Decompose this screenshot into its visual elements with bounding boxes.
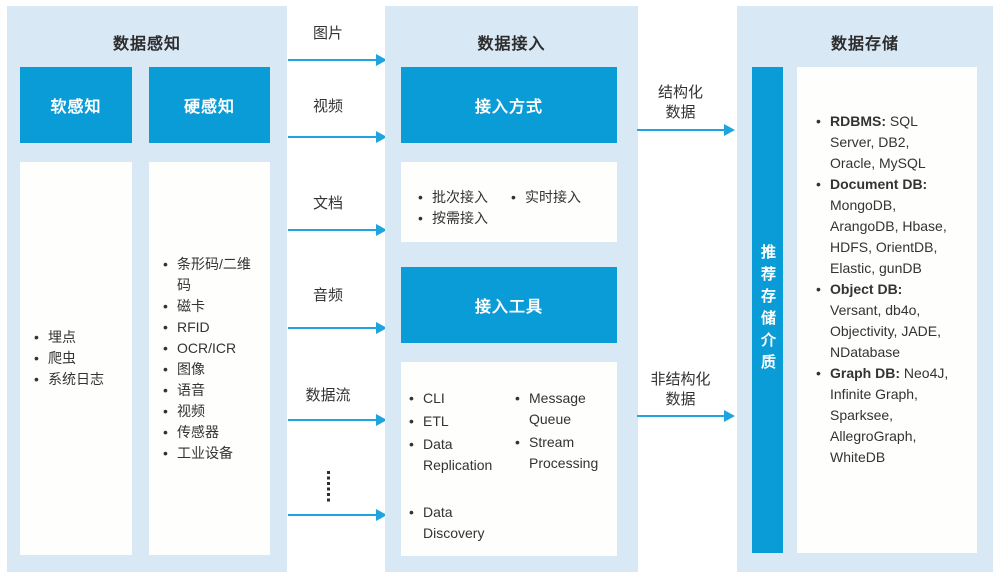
list-item: OCR/ICR <box>162 338 258 359</box>
storage-category-list: RDBMS: SQL Server, DB2, Oracle, MySQL Do… <box>815 111 953 468</box>
list-item: 埋点 <box>33 327 104 348</box>
hard-perception-list-box: 条形码/二维码 磁卡 RFID OCR/ICR 图像 语音 视频 传感器 工业设… <box>149 162 270 555</box>
storage-category: Graph DB: Neo4J, Infinite Graph, Sparkse… <box>815 363 953 468</box>
recommended-storage-bar: 推荐存储介质 <box>752 67 783 553</box>
access-tools-list-a: CLI ETL Data Replication <box>408 388 514 476</box>
flow-arrow-datastream <box>288 414 387 426</box>
category-name: Graph DB: <box>830 365 900 381</box>
storage-category: RDBMS: SQL Server, DB2, Oracle, MySQL <box>815 111 953 174</box>
flow-label-video: 视频 <box>312 98 343 115</box>
flow-arrow-structured <box>637 124 735 136</box>
flow-arrow-unstructured <box>637 410 735 422</box>
access-panel-title: 数据接入 <box>477 36 546 53</box>
flow-label-datastream: 数据流 <box>305 387 351 404</box>
access-methods-header: 接入方式 <box>401 67 617 143</box>
list-item: 传感器 <box>162 422 258 443</box>
list-item: Data Discovery <box>408 502 514 544</box>
flow-label-line: 结构化 <box>657 84 703 101</box>
access-tools-list-b: Data Discovery <box>408 502 514 544</box>
list-item: 实时接入 <box>510 187 581 208</box>
flow-label-line: 非结构化 <box>650 371 711 388</box>
storage-panel-title: 数据存储 <box>830 36 899 53</box>
list-item: 视频 <box>162 401 258 422</box>
panel-data-storage: 数据存储 推荐存储介质 RDBMS: SQL Server, DB2, Orac… <box>737 6 993 572</box>
access-methods-col2: 实时接入 <box>510 187 581 242</box>
flow-arrow-video <box>288 131 387 143</box>
panel-data-perception: 数据感知 软感知 硬感知 埋点 爬虫 系统日志 条形码/二维码 磁卡 RFID … <box>7 6 287 572</box>
list-item: Message Queue <box>514 388 617 430</box>
category-value: Neo4J, Infinite Graph, Sparksee, Allegro… <box>830 365 949 465</box>
flow-arrow-more <box>288 509 387 521</box>
access-tools-box: CLI ETL Data Replication Data Discovery … <box>401 362 617 556</box>
list-item: 磁卡 <box>162 296 258 317</box>
category-name: RDBMS: <box>830 113 886 129</box>
flow-label-image: 图片 <box>312 25 343 42</box>
category-name: Object DB: <box>830 281 903 297</box>
category-name: Document DB: <box>830 176 928 192</box>
list-item: 系统日志 <box>33 369 104 390</box>
soft-perception-list: 埋点 爬虫 系统日志 <box>33 327 104 390</box>
flow-arrow-image <box>288 54 387 66</box>
category-value: MongoDB, ArangoDB, Hbase, HDFS, OrientDB… <box>830 197 947 276</box>
panel-data-access: 数据接入 接入方式 批次接入 按需接入 实时接入 接入工具 CLI ETL Da… <box>385 6 638 572</box>
list-item: RFID <box>162 317 258 338</box>
list-item: 语音 <box>162 380 258 401</box>
access-tools-header: 接入工具 <box>401 267 617 343</box>
access-tools-col2: Message Queue Stream Processing <box>514 388 617 556</box>
list-item: ETL <box>408 411 514 432</box>
access-methods-col1: 批次接入 按需接入 <box>417 187 510 242</box>
soft-perception-header: 软感知 <box>20 67 132 143</box>
list-item: CLI <box>408 388 514 409</box>
list-item: 图像 <box>162 359 258 380</box>
access-methods-box: 批次接入 按需接入 实时接入 <box>401 162 617 242</box>
list-item: 爬虫 <box>33 348 104 369</box>
flow-arrow-document <box>288 224 387 236</box>
flow-label-audio: 音频 <box>312 287 343 304</box>
list-item: Data Replication <box>408 434 514 476</box>
storage-category: Object DB: Versant, db4o, Objectivity, J… <box>815 279 953 363</box>
flow-arrow-audio <box>288 322 387 334</box>
vertical-ellipsis-icon <box>327 471 330 502</box>
category-value: SQL Server, DB2, Oracle, MySQL <box>830 113 926 171</box>
flow-label-line: 数据 <box>665 391 696 408</box>
list-item: 工业设备 <box>162 443 258 464</box>
flow-label-document: 文档 <box>312 195 343 212</box>
list-item: 按需接入 <box>417 208 510 229</box>
category-value: Versant, db4o, Objectivity, JADE, NDatab… <box>830 302 941 360</box>
perception-panel-title: 数据感知 <box>112 36 181 53</box>
storage-category: Document DB: MongoDB, ArangoDB, Hbase, H… <box>815 174 953 279</box>
storage-list-box: RDBMS: SQL Server, DB2, Oracle, MySQL Do… <box>797 67 977 553</box>
list-item: 条形码/二维码 <box>162 254 258 296</box>
list-item: Stream Processing <box>514 432 617 474</box>
hard-perception-header: 硬感知 <box>149 67 270 143</box>
list-item: 批次接入 <box>417 187 510 208</box>
flow-label-line: 数据 <box>665 104 696 121</box>
hard-perception-list: 条形码/二维码 磁卡 RFID OCR/ICR 图像 语音 视频 传感器 工业设… <box>162 254 258 464</box>
soft-perception-list-box: 埋点 爬虫 系统日志 <box>20 162 132 555</box>
flow-label-unstructured-data: 非结构化 数据 <box>637 370 724 410</box>
access-tools-col1: CLI ETL Data Replication Data Discovery <box>408 388 514 556</box>
flow-label-structured-data: 结构化 数据 <box>637 83 724 123</box>
